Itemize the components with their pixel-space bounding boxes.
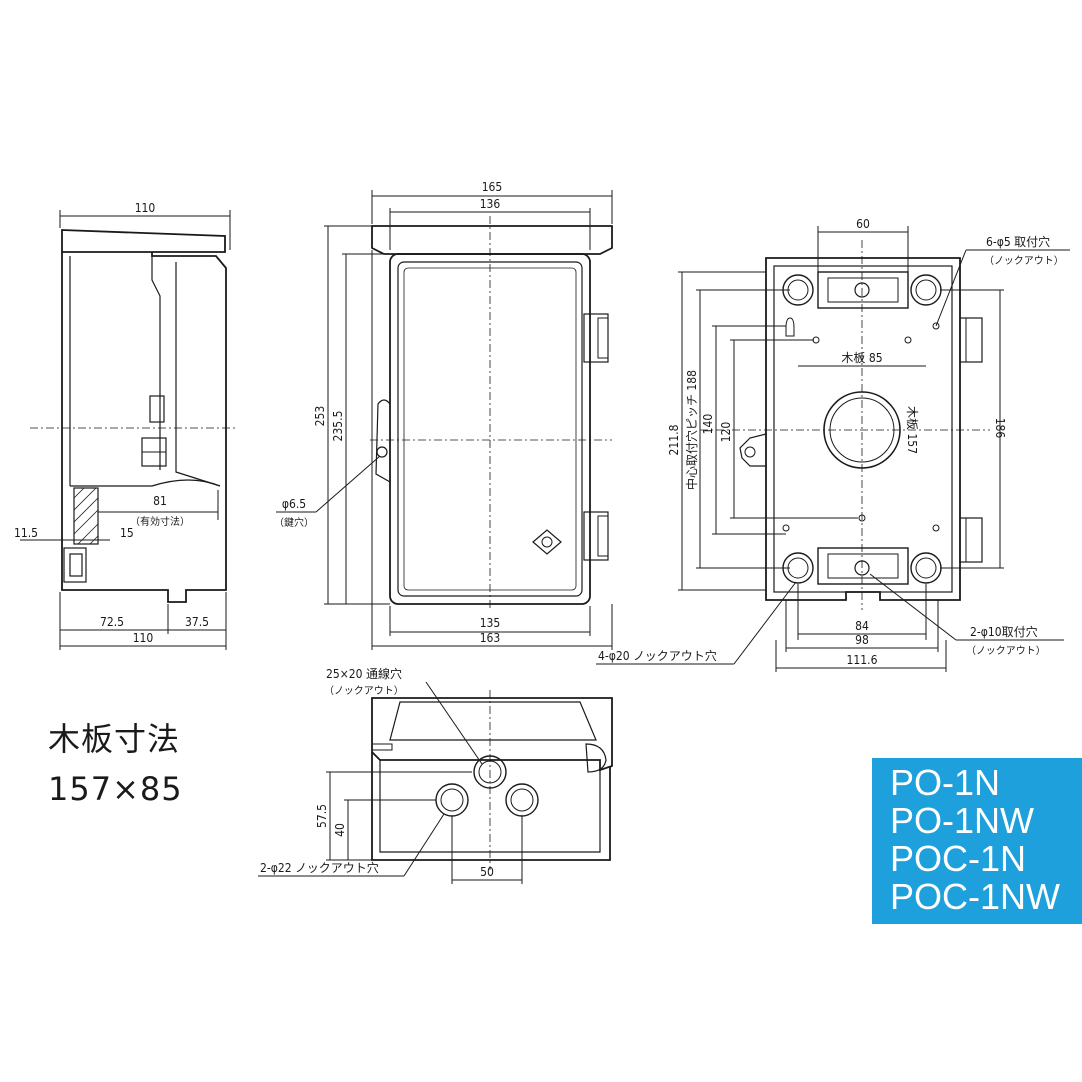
back-top-60: 60 [856, 217, 870, 231]
cable-hole-label: 25×20 通線穴 [326, 666, 402, 681]
mount-holes-note: （ノックアウト） [984, 255, 1064, 267]
side-inner-width: 81 [153, 494, 167, 508]
board-size-value: 157×85 [48, 770, 183, 808]
back-w-84: 84 [855, 619, 869, 633]
bottom-view: 25×20 通線穴 （ノックアウト） 57.5 40 2-φ22 ノックアウト穴… [258, 666, 613, 884]
model-name: POC-1N [890, 838, 1027, 879]
front-height-253: 253 [313, 406, 327, 427]
bottom-w-50: 50 [480, 865, 494, 879]
bottom-h-57-5: 57.5 [315, 804, 329, 828]
back-w-98: 98 [855, 633, 869, 647]
key-hole-size: φ6.5 [282, 497, 306, 511]
knockout-20-label: 4-φ20 ノックアウト穴 [598, 648, 717, 663]
side-dim-11-5: 11.5 [14, 526, 38, 540]
back-board-157: 木板 157 [905, 406, 919, 454]
key-hole-note: （鍵穴） [274, 516, 314, 529]
model-name: POC-1NW [890, 876, 1060, 917]
front-bottom-163: 163 [480, 631, 501, 645]
side-bottom-right: 37.5 [185, 615, 209, 629]
board-size-title: 木板寸法 [48, 720, 181, 758]
side-inner-note: （有効寸法） [130, 515, 190, 528]
side-dim-15: 15 [120, 526, 134, 540]
side-bottom-total: 110 [133, 631, 154, 645]
front-width-165: 165 [482, 180, 503, 194]
front-height-235-5: 235.5 [331, 411, 345, 442]
bottom-h-40: 40 [333, 823, 347, 837]
back-center-pitch: 中心取付穴ピッチ 188 [684, 370, 699, 490]
board-size-heading: 木板寸法 157×85 [48, 714, 183, 814]
front-view: 165 136 253 235.5 φ6.5 （鍵穴） [274, 180, 613, 650]
model-badge: PO-1N PO-1NW POC-1N POC-1NW [872, 758, 1082, 924]
front-width-136: 136 [480, 197, 501, 211]
back-h-140: 140 [701, 414, 715, 435]
mount-holes-label: 6-φ5 取付穴 [986, 234, 1050, 249]
model-name: PO-1N [890, 762, 1001, 803]
holes-10-label: 2-φ10取付穴 [970, 624, 1038, 639]
back-w-111-6: 111.6 [847, 653, 878, 667]
back-h-120: 120 [719, 422, 733, 443]
side-bottom-left: 72.5 [100, 615, 124, 629]
front-bottom-135: 135 [480, 616, 501, 630]
model-name: PO-1NW [890, 800, 1034, 841]
side-view: 110 81 （有効寸法） 15 11.5 72.5 37.5 [14, 201, 236, 650]
back-view: 60 [596, 217, 1070, 672]
holes-10-note: （ノックアウト） [966, 645, 1046, 657]
back-h-186: 186 [993, 418, 1007, 439]
cable-hole-note: （ノックアウト） [324, 685, 404, 697]
back-h-211-8: 211.8 [667, 424, 681, 455]
knockout-22-label: 2-φ22 ノックアウト穴 [260, 860, 379, 875]
back-board-85: 木板 85 [841, 351, 882, 365]
side-width-top: 110 [135, 201, 156, 215]
